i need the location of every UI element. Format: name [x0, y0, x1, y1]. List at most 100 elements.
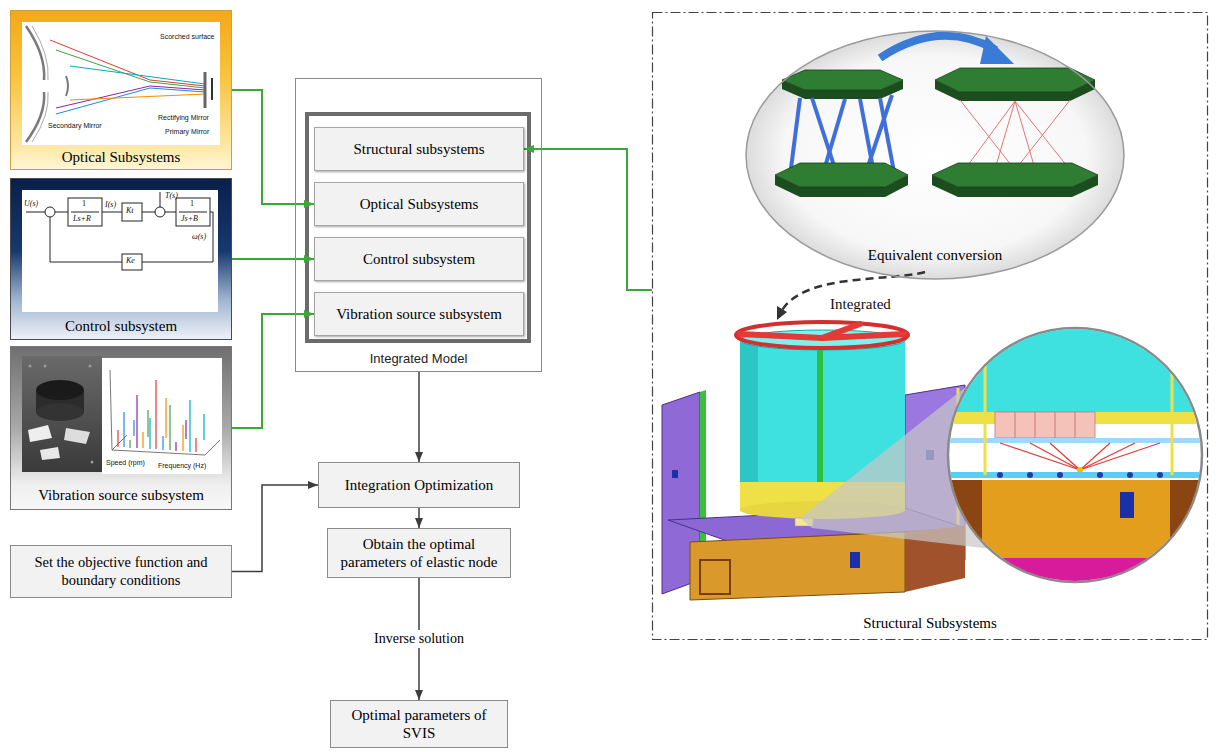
flow-label: Integrated — [830, 296, 891, 313]
optical-panel-art — [32, 92, 48, 142]
model-container: Integrated ModelStructural subsystemsOpt… — [295, 78, 542, 372]
structure-art — [1157, 472, 1163, 478]
vibration-panel-art — [117, 430, 118, 447]
part-name: Scorched surface — [160, 33, 214, 41]
part-name: Secondary Mirror — [48, 122, 102, 130]
signal-name: ω(s) — [192, 232, 206, 241]
vibration-panel-art — [64, 428, 90, 444]
optical-panel-art — [11, 11, 232, 170]
node-text: Optical Subsystems — [62, 148, 181, 166]
model-frame — [307, 114, 529, 341]
control-panel-art — [50, 217, 122, 262]
connector — [232, 90, 314, 204]
connector — [232, 314, 314, 428]
conversion-art — [782, 70, 903, 90]
node-text: Control subsystem — [363, 250, 475, 268]
control-panel-art — [142, 212, 213, 262]
conversion-art — [775, 163, 908, 187]
structure-art — [1030, 443, 1080, 470]
vibration-panel-art — [195, 438, 196, 452]
structure-art — [1035, 412, 1036, 438]
node-text: Optimal parameters of SVIS — [339, 706, 499, 742]
control-panel-art — [45, 207, 55, 217]
vibration-panel-art — [165, 398, 166, 438]
node-text: Control subsystem — [65, 317, 177, 335]
signal-name: T(s) — [165, 191, 178, 200]
conversion-art — [746, 31, 1124, 279]
node-text: Set the objective function and boundary … — [19, 554, 223, 589]
subsystem-box: Vibration source subsystem — [314, 292, 524, 336]
node-text: Structural Subsystems — [863, 614, 997, 632]
structure-art — [672, 470, 678, 478]
control-panel-art — [102, 212, 122, 213]
node-text: Equivalent conversion — [868, 246, 1003, 264]
control-panel-art — [22, 190, 218, 312]
transfer-term: Js+B — [181, 214, 198, 223]
structure-art — [1080, 443, 1110, 470]
conversion-art — [746, 31, 1124, 279]
control-panel-art — [122, 254, 142, 270]
signal-name: I(s) — [105, 200, 116, 209]
transfer-term: 1 — [82, 199, 86, 208]
process-box: Set the objective function and boundary … — [10, 545, 232, 598]
control-panel-art — [55, 212, 68, 213]
optical-panel-art — [22, 22, 220, 145]
optical-panel-art — [26, 92, 44, 142]
image-panel: Vibration source subsystem — [10, 346, 232, 510]
process-box: Integration Optimization — [318, 462, 520, 508]
control-panel-art — [160, 192, 161, 207]
structure-art — [1097, 472, 1103, 478]
region-border — [653, 13, 1208, 640]
vibration-panel-art — [36, 403, 84, 421]
vibration-panel-art — [29, 365, 32, 368]
subsystem-box: Control subsystem — [314, 237, 524, 281]
node-text: Vibration source subsystem — [38, 486, 204, 504]
conversion-art — [960, 100, 1015, 170]
region-border — [653, 13, 1208, 640]
conversion-art — [935, 68, 1095, 92]
structure-art — [1000, 443, 1160, 470]
vibration-panel-art — [91, 461, 94, 464]
gain-name: Ke — [126, 256, 135, 265]
transfer-term: Ls+R — [73, 214, 91, 223]
structure-art — [945, 480, 1205, 558]
control-panel-art — [68, 198, 102, 226]
vibration-panel-art — [11, 347, 232, 510]
ellipse-outline — [746, 31, 1124, 279]
optical-panel-art — [66, 76, 68, 96]
structure-art — [817, 340, 823, 482]
structure-art — [1171, 330, 1174, 475]
vibration-panel-art — [22, 356, 102, 472]
gain-name: Kt — [126, 206, 134, 215]
connector — [524, 149, 652, 290]
conversion-art — [1015, 100, 1070, 170]
vibration-panel-art — [89, 365, 92, 368]
vibration-panel-art — [149, 418, 150, 449]
control-panel-art — [155, 207, 165, 217]
vibration-panel-art — [102, 358, 222, 474]
structure-art — [1120, 492, 1134, 518]
structure-art — [1057, 472, 1063, 478]
control-panel-art — [142, 212, 155, 213]
transfer-term: 1 — [190, 199, 194, 208]
conversion-ellipse: Equivalent conversion — [745, 30, 1125, 280]
structure-art — [1080, 443, 1135, 470]
structure-art — [1080, 443, 1160, 470]
vibration-panel-art — [36, 380, 84, 400]
axis-label: Frequency (Hz) — [158, 462, 206, 470]
structure-art — [995, 412, 1095, 438]
vibration-panel-art — [189, 400, 190, 452]
vibration-panel-art — [185, 420, 186, 439]
connector — [418, 508, 420, 528]
structure-art — [780, 272, 925, 314]
vibration-panel-art — [129, 440, 130, 448]
structure-art — [997, 472, 1003, 478]
vibration-panel-art — [175, 442, 176, 451]
structure-art — [822, 324, 860, 338]
axis-label: Speed (rpm) — [106, 459, 145, 467]
structure-art — [690, 532, 905, 600]
vibration-panel-art — [112, 435, 127, 450]
